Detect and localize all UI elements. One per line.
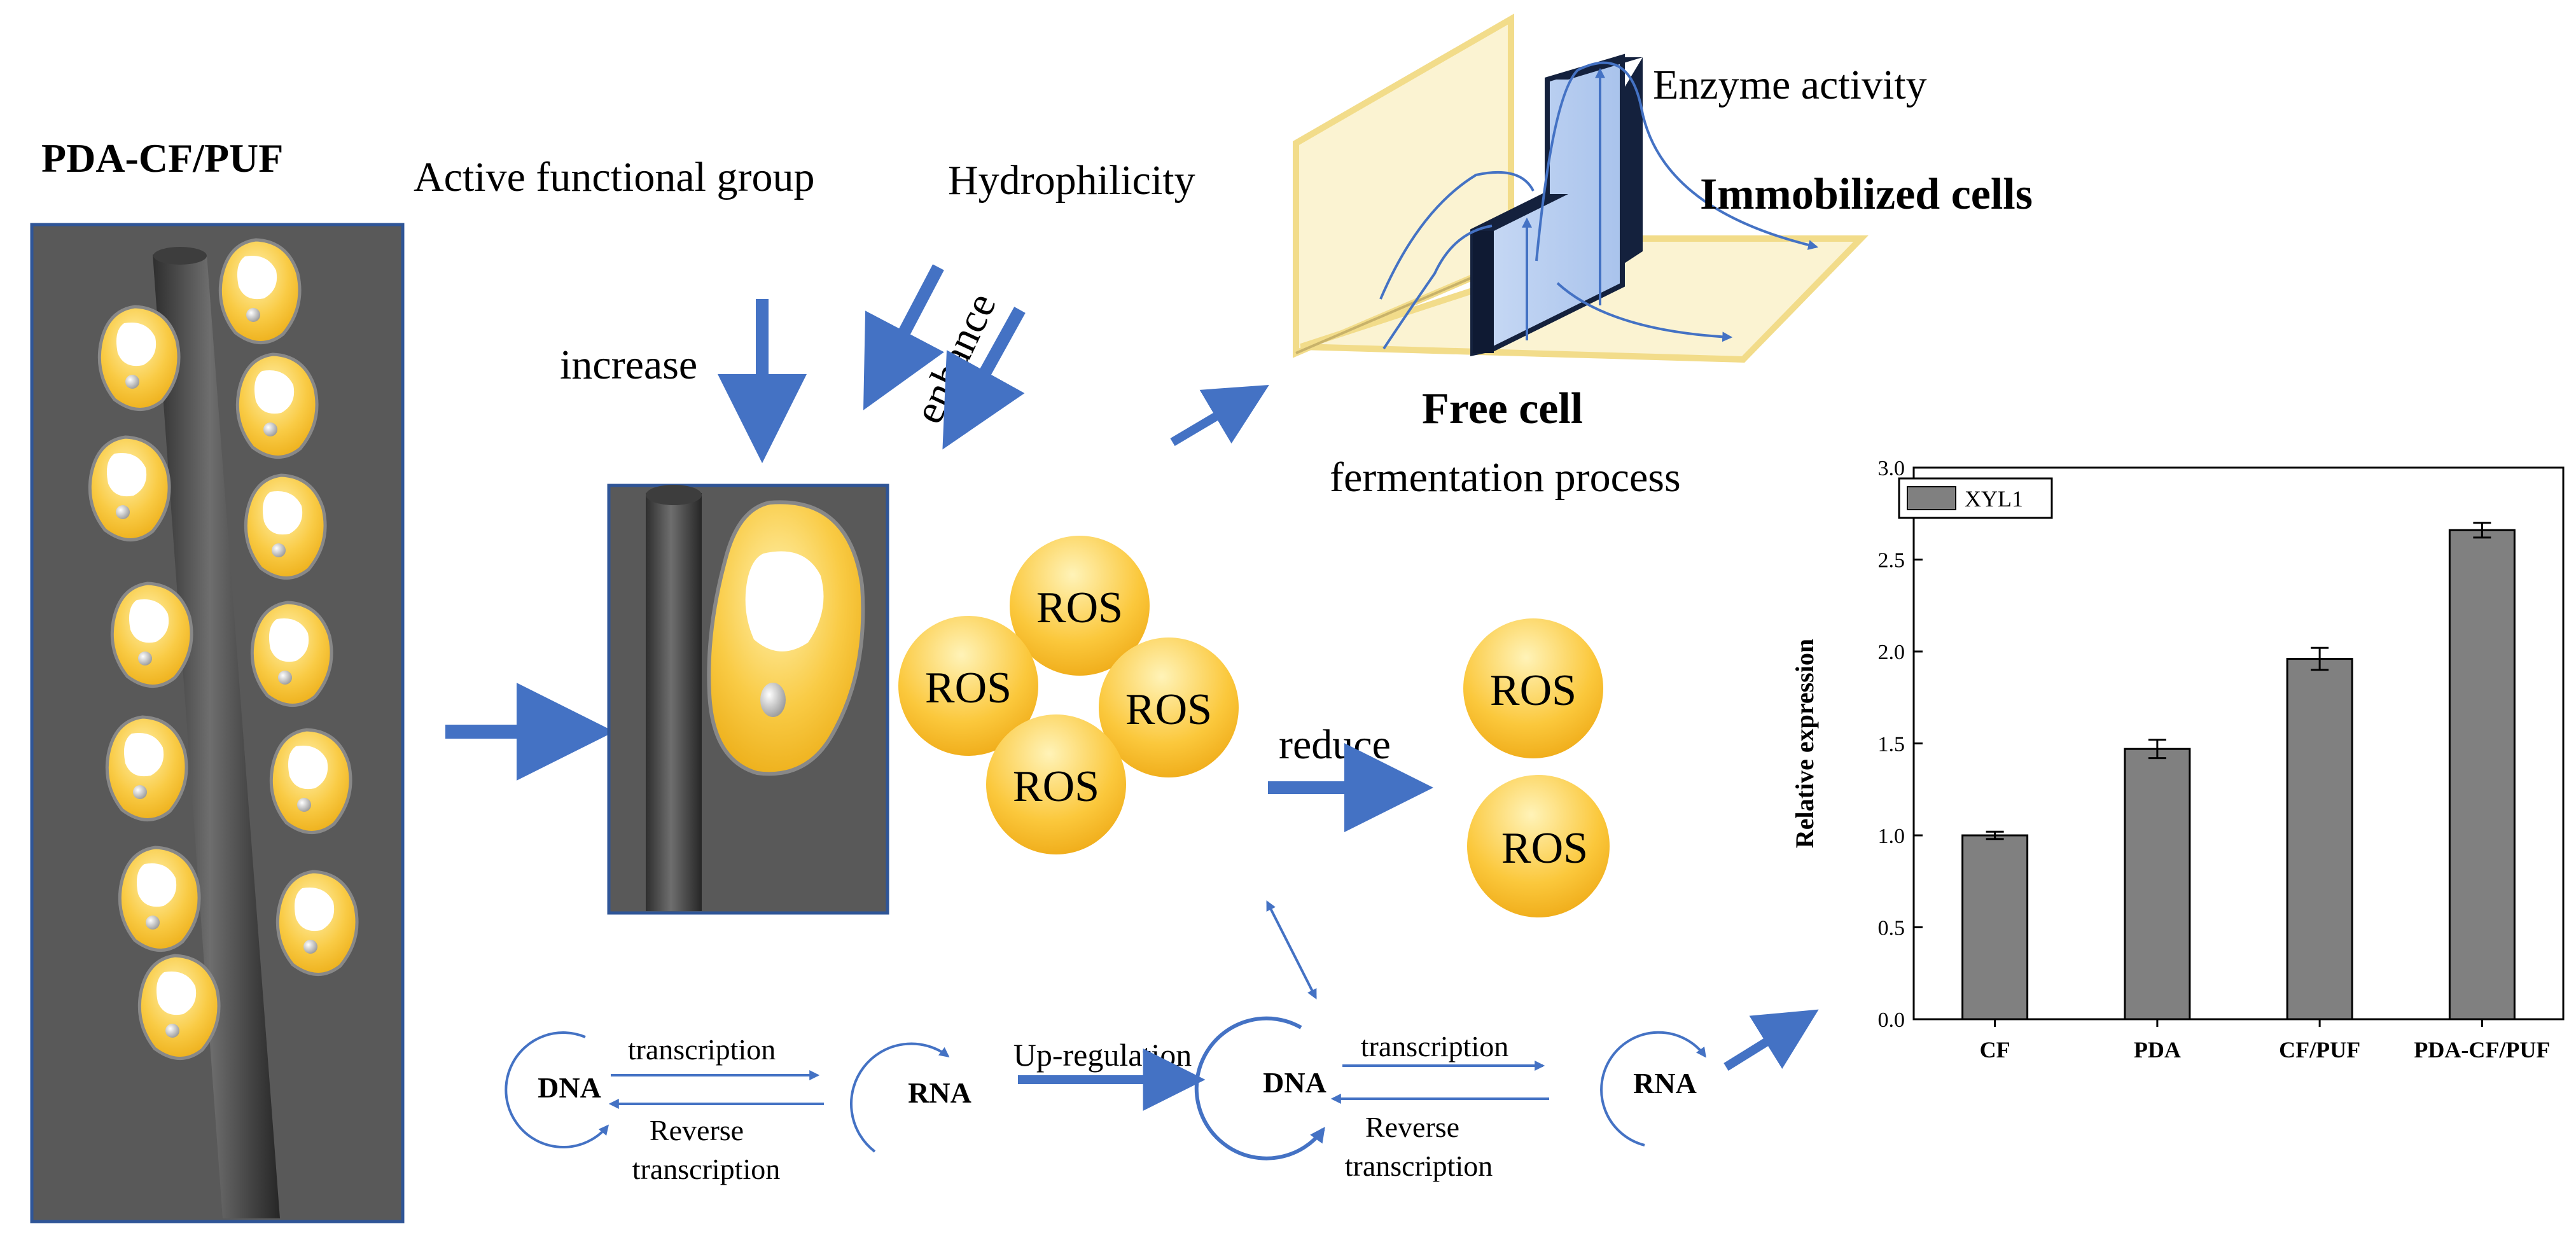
ros-label: ROS <box>1490 666 1577 715</box>
yeast-cell <box>250 601 333 707</box>
bar <box>1961 834 2029 1021</box>
legend: XYL1 <box>1898 477 2053 519</box>
y-tick-label: 0.0 <box>1878 1008 1905 1032</box>
x-tick-label: PDA <box>2134 1037 2181 1062</box>
yeast-cell <box>244 473 327 580</box>
yeast-cell <box>97 305 181 411</box>
error-bars <box>1986 522 2491 840</box>
ros-label: ROS <box>1125 685 1212 734</box>
immobilized-cells-label: Immobilized cells <box>1700 170 2033 219</box>
yeast-cell <box>118 846 201 952</box>
bar <box>2286 658 2353 1021</box>
y-tick-label: 3.0 <box>1878 457 1905 480</box>
ticks: CF PDA CF/PUF PDA-CF/PUF 0.0 0.5 1.0 1.5 2.0 2.5 3… <box>1878 457 2551 1062</box>
legend-label: XYL1 <box>1965 486 2023 512</box>
hydrophilicity-label: Hydrophilicity <box>948 157 1195 204</box>
bar <box>2448 529 2516 1021</box>
zoom-fiber <box>646 493 702 911</box>
y-tick-label: 0.5 <box>1878 917 1905 940</box>
bars <box>1961 529 2516 1021</box>
rna-label: RNA <box>1633 1067 1697 1099</box>
dna-label: DNA <box>1263 1066 1326 1099</box>
yeast-cell <box>235 352 319 459</box>
ros-label: ROS <box>1501 824 1588 873</box>
arrow-to-fermentation <box>1170 385 1269 447</box>
ros-sphere <box>1099 637 1239 777</box>
reduced-ros: ROS ROS <box>1463 618 1610 917</box>
zoom-yeast-cell <box>707 500 865 776</box>
ros-label: ROS <box>1036 583 1123 632</box>
panel-title: PDA-CF/PUF <box>41 136 283 181</box>
dna-rna-cycle-1: DNA transcription Reverse transcription … <box>505 1031 971 1185</box>
carbon-fiber-top <box>153 247 207 265</box>
dna-label: DNA <box>538 1071 601 1104</box>
x-tick-label: CF <box>1980 1037 2010 1062</box>
fermentation-label: fermentation process <box>1330 454 1681 501</box>
fermentation-diagram <box>1293 13 1869 363</box>
zoom-fiber-top <box>646 485 702 505</box>
rna-label: RNA <box>908 1076 971 1109</box>
x-tick-label: PDA-CF/PUF <box>2414 1037 2550 1062</box>
ros-sphere <box>986 714 1126 854</box>
increase-label: increase <box>560 342 697 388</box>
enhance-arrow-1 <box>863 264 945 410</box>
yeast-cell <box>88 435 171 541</box>
active-group-label: Active functional group <box>414 154 814 200</box>
yeast-cell <box>137 954 221 1060</box>
reverse-label: Reverse <box>1365 1111 1459 1143</box>
reverse-label: Reverse <box>650 1114 744 1146</box>
enzyme-activity-label: Enzyme activity <box>1653 62 1927 108</box>
ros-label: ROS <box>925 664 1012 713</box>
yeast-cell <box>110 582 193 688</box>
yeast-cell <box>218 238 302 344</box>
upregulation-label: Up-regulation <box>1013 1037 1192 1073</box>
x-tick-label: CF/PUF <box>2279 1037 2360 1062</box>
ros-cluster: ROS ROS ROS ROS <box>898 536 1239 854</box>
ros-label: ROS <box>1013 762 1099 811</box>
link-arrow <box>1266 900 1317 1000</box>
bar <box>2124 748 2191 1021</box>
reverse-transcription-label: transcription <box>1345 1150 1493 1182</box>
yeast-cell <box>105 715 188 821</box>
transcription-label: transcription <box>628 1033 776 1066</box>
transcription-label: transcription <box>1361 1030 1509 1062</box>
yeast-cell <box>269 728 352 834</box>
free-cell-label: Free cell <box>1422 384 1583 433</box>
y-tick-label: 2.5 <box>1878 549 1905 573</box>
ros-sphere <box>1467 775 1610 917</box>
reverse-transcription-label: transcription <box>632 1153 781 1185</box>
yeast-cell-cluster <box>88 238 359 1060</box>
ros-sphere <box>898 616 1038 756</box>
y-tick-label: 2.0 <box>1878 641 1905 664</box>
reduce-label: reduce <box>1279 721 1391 768</box>
y-tick-label: 1.0 <box>1878 825 1905 848</box>
legend-swatch <box>1907 486 1956 510</box>
y-tick-label: 1.5 <box>1878 733 1905 756</box>
ros-sphere <box>1010 536 1150 676</box>
arrow-to-chart <box>1723 1009 1819 1071</box>
enhance-arrow-2 <box>942 307 1026 450</box>
dna-rna-cycle-2: DNA transcription Reverse transcription … <box>1194 1016 1706 1182</box>
yeast-cell <box>275 870 359 976</box>
y-axis-label: Relative expression <box>1790 639 1819 848</box>
ros-sphere <box>1463 618 1603 758</box>
xyl1-bar-chart: CF PDA CF/PUF PDA-CF/PUF 0.0 0.5 1.0 1.5 2.0 2.5 3… <box>1790 457 2565 1062</box>
carbon-fiber <box>153 254 280 1218</box>
